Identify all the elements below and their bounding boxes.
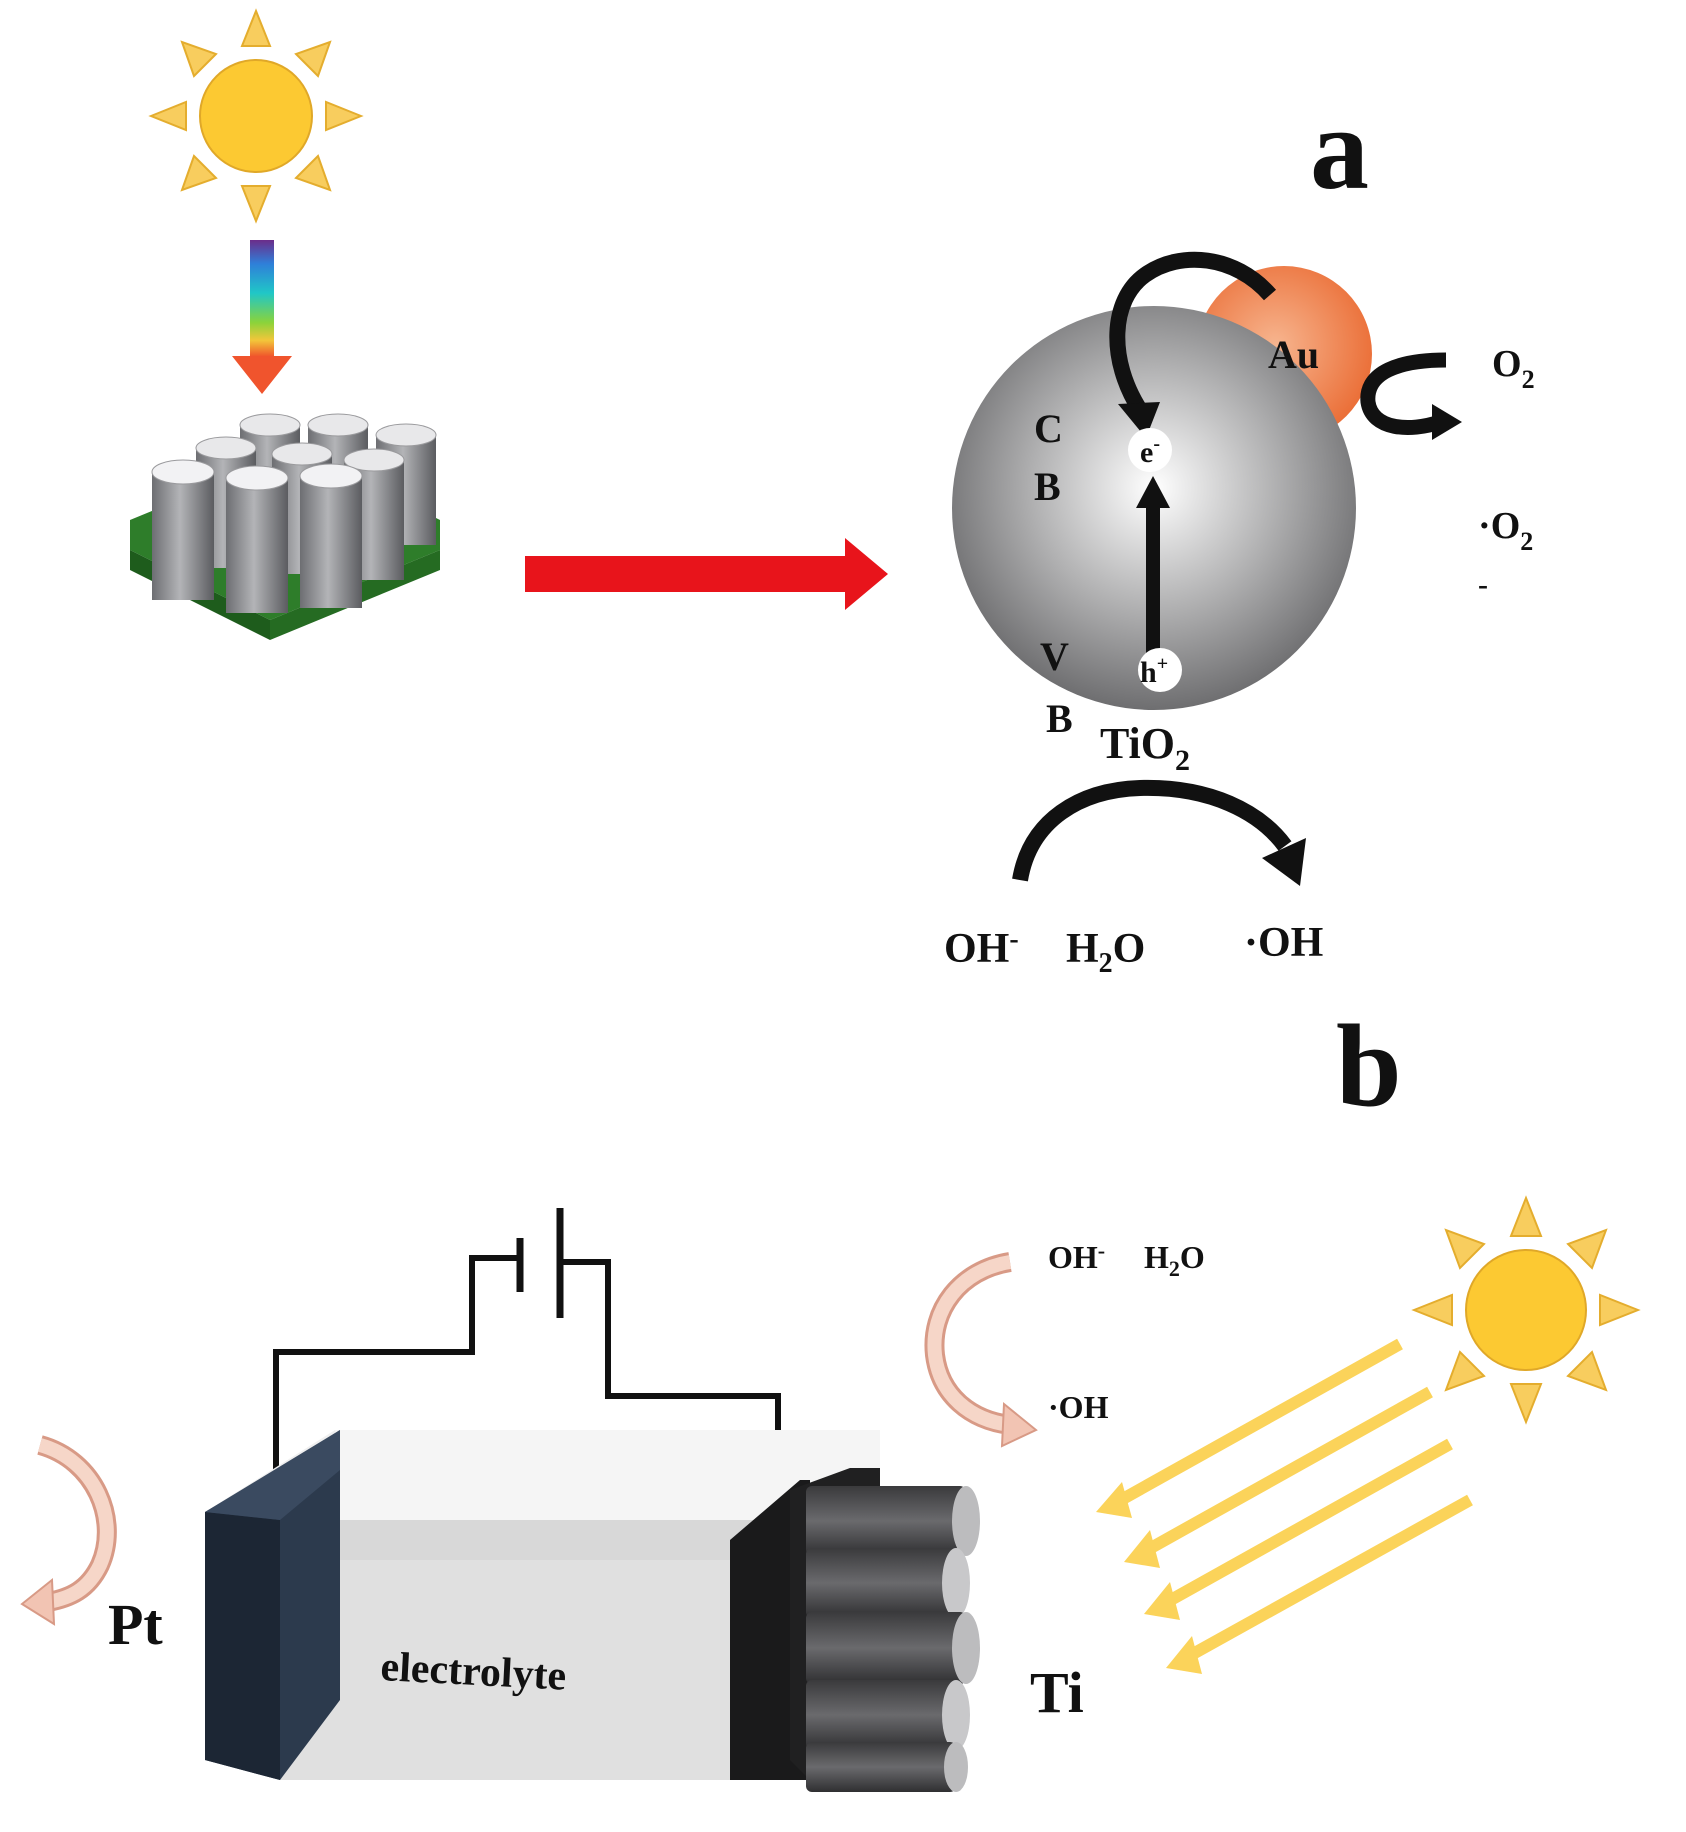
hydroxide-label-b: OH-	[1048, 1238, 1105, 1275]
hydroxyl-radical-label-a: ·OH	[1244, 920, 1323, 966]
electrolyte-label: electrolyte	[379, 1644, 567, 1700]
svg-text:e-: e-	[1140, 433, 1160, 469]
electron-symbol: e	[1140, 436, 1153, 469]
conduction-band-b: B	[1034, 464, 1061, 509]
au-label: Au	[1268, 332, 1319, 377]
panel-b-letter: b	[1336, 1000, 1402, 1131]
tio2-nanotube-array	[130, 413, 440, 640]
ti-nanotube-bundle	[806, 1486, 980, 1792]
light-spectrum-arrow	[232, 240, 292, 394]
hole-symbol: h	[1140, 656, 1157, 689]
light-rays	[1096, 1338, 1473, 1674]
hole-charge: +	[1157, 653, 1168, 675]
superoxide-label: ·O2	[1478, 505, 1533, 556]
water-oxidation-arrow	[1012, 779, 1306, 886]
excitation-arrow	[1136, 476, 1170, 654]
electron-marker: e-	[1128, 428, 1172, 472]
pt-label: Pt	[108, 1592, 163, 1657]
process-arrow	[525, 538, 888, 610]
panel-a-letter: a	[1310, 83, 1369, 214]
superoxide-charge: -	[1478, 568, 1488, 601]
water-label-b: H2O	[1144, 1239, 1205, 1281]
pt-curved-arrow	[20, 1435, 117, 1626]
pt-electrode	[205, 1430, 340, 1780]
ti-curved-arrow	[924, 1252, 1038, 1448]
hole-marker: h+	[1138, 648, 1182, 692]
valence-band-v: V	[1040, 634, 1069, 679]
svg-text:h+: h+	[1140, 653, 1168, 689]
sun-icon	[148, 8, 364, 224]
sun-icon	[1411, 1195, 1641, 1425]
hydroxyl-radical-label-b: ·OH	[1048, 1389, 1109, 1425]
battery-icon	[516, 1208, 564, 1318]
conduction-band-c: C	[1034, 406, 1063, 451]
oxygen-reduction-arrow	[1360, 352, 1462, 440]
tio2-label: TiO2	[1100, 719, 1190, 777]
valence-band-b: B	[1046, 696, 1073, 741]
water-label-a: H2O	[1066, 926, 1145, 979]
ti-label: Ti	[1030, 1660, 1084, 1725]
o2-label: O2	[1492, 343, 1535, 394]
hydroxide-label-a: OH-	[944, 924, 1019, 972]
electron-charge: -	[1153, 433, 1160, 455]
